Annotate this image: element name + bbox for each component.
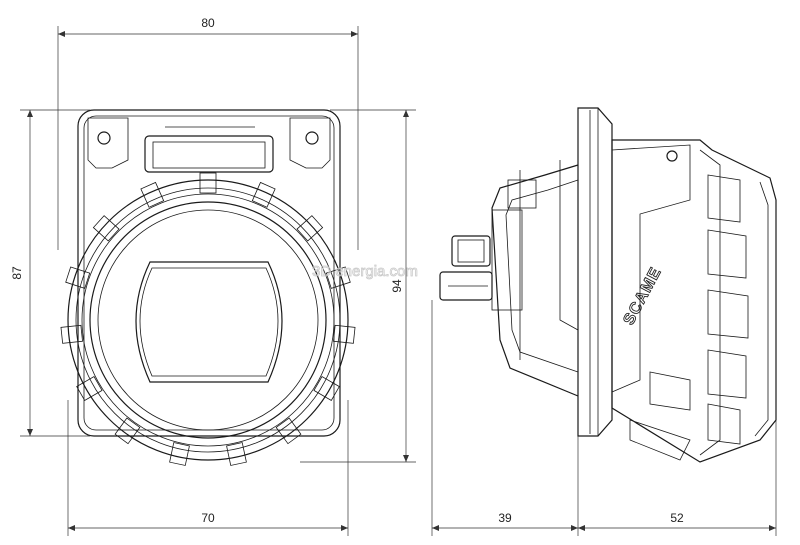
dimension-labels: 80 87 94 70 39 52 <box>10 16 684 525</box>
hinge-pin <box>666 150 678 162</box>
mounting-hole-top-left <box>87 117 129 169</box>
watermark-text: 3D energia.com <box>312 263 418 280</box>
dim-label-70: 70 <box>201 511 215 525</box>
dimension-lines <box>20 26 777 536</box>
dim-label-52: 52 <box>670 511 684 525</box>
lid-hinge <box>144 126 274 173</box>
rear-body <box>491 164 579 397</box>
lid <box>89 201 327 439</box>
outer-ring <box>67 179 349 461</box>
front-view <box>60 109 356 466</box>
front-housing <box>611 139 777 463</box>
dim-label-39: 39 <box>498 511 512 525</box>
lid-window <box>135 261 283 383</box>
dim-label-94: 94 <box>390 279 404 293</box>
dim-label-87: 87 <box>10 266 24 280</box>
side-ribs <box>629 174 749 461</box>
side-view: SCAME <box>439 107 777 463</box>
plate-edge <box>577 107 613 437</box>
rear-terminals <box>439 179 537 311</box>
dim-label-80: 80 <box>201 16 215 30</box>
brand-label: SCAME <box>621 264 665 327</box>
mounting-hole-top-right <box>289 117 331 169</box>
locking-ribs <box>60 172 356 466</box>
mounting-plate <box>77 109 341 437</box>
